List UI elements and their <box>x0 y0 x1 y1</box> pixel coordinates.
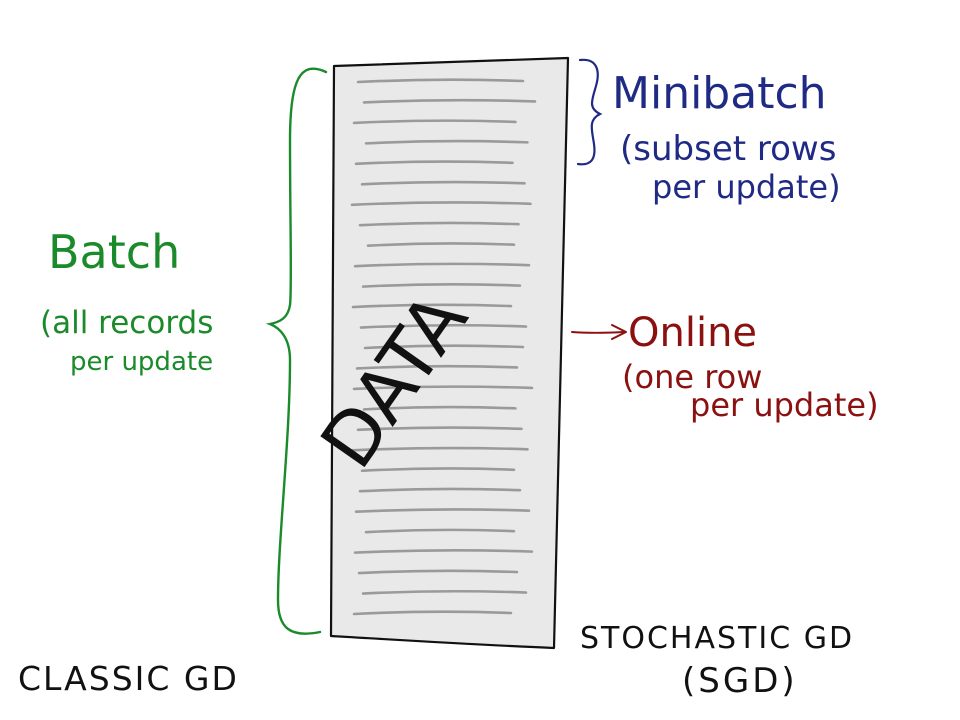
data-row-line <box>358 221 520 227</box>
data-row-line <box>356 78 525 84</box>
data-row-line <box>352 385 534 391</box>
batch-desc-line2: per update <box>70 347 213 377</box>
data-row-line <box>358 487 522 493</box>
data-row-line <box>360 180 526 186</box>
online-arrowhead <box>611 324 627 340</box>
online-desc-line1: (one row <box>622 358 762 396</box>
minibatch-brace <box>576 58 603 166</box>
batch-annotation: Batch (all records per update <box>40 67 328 635</box>
data-row-line <box>364 528 516 534</box>
data-row-line <box>366 242 516 247</box>
batch-title: Batch <box>48 225 180 279</box>
data-row-line <box>352 610 513 616</box>
data-row-line <box>352 119 517 125</box>
data-block-outline <box>329 56 570 650</box>
data-row-line <box>350 201 532 207</box>
batch-brace <box>265 67 328 635</box>
data-row-line <box>360 467 516 473</box>
minibatch-desc-line2: per update) <box>652 168 841 206</box>
data-rows <box>350 78 537 616</box>
data-row-line <box>361 283 522 288</box>
sgd-label: (SGD) <box>682 661 798 701</box>
data-row-line <box>354 508 531 513</box>
data-row-line <box>361 589 528 595</box>
online-title: Online <box>628 310 757 356</box>
data-row-line <box>353 549 534 554</box>
data-row-line <box>362 98 537 104</box>
minibatch-desc-line1: (subset rows <box>620 129 836 169</box>
online-arrow-shaft <box>571 331 625 334</box>
data-block-fill <box>331 58 568 648</box>
data-row-line <box>350 446 529 452</box>
data-row-line <box>354 160 514 166</box>
batch-desc-line1: (all records <box>40 305 213 341</box>
minibatch-annotation: Minibatch (subset rows per update) <box>576 58 841 206</box>
data-row-line <box>359 323 528 329</box>
stochastic-gd-label: STOCHASTIC GD <box>580 621 854 656</box>
data-row-line <box>362 405 517 411</box>
data-row-line <box>363 344 525 350</box>
data-row-line <box>364 139 529 145</box>
classic-gd-label: CLASSIC GD <box>18 659 239 698</box>
data-block: DATA <box>305 56 570 650</box>
data-row-line <box>355 364 519 370</box>
online-desc-line2: per update) <box>690 386 879 424</box>
data-row-line <box>351 303 513 309</box>
online-annotation: Online (one row per update) <box>571 310 879 424</box>
data-row-line <box>356 426 523 432</box>
minibatch-title: Minibatch <box>612 68 827 119</box>
data-row-line <box>353 262 531 268</box>
data-row-line <box>357 569 519 575</box>
